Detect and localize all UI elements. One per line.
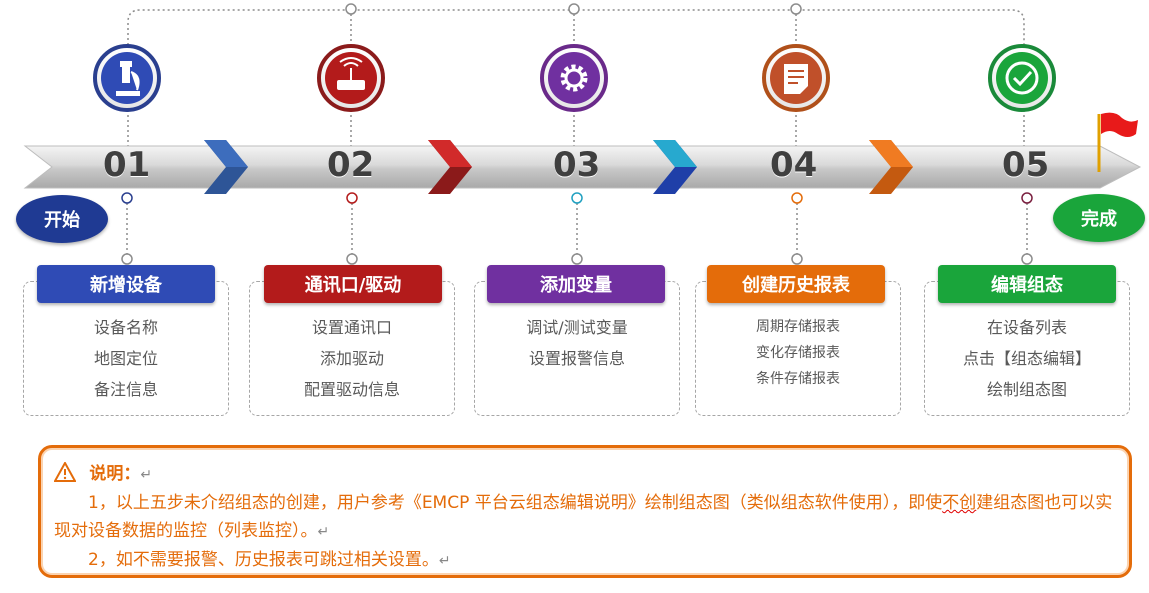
gear-icon [540, 44, 608, 112]
step-title-2: 通讯口/驱动 [264, 265, 442, 303]
step-number: 03 [553, 145, 601, 185]
connector-node [345, 3, 357, 15]
return-mark: ↵ [140, 467, 153, 483]
step-number: 01 [103, 145, 151, 185]
connector-node [568, 3, 580, 15]
list-item: 配置驱动信息 [303, 380, 400, 399]
step-title-1: 新增设备 [37, 265, 215, 303]
note-heading-line: 说明：↵ [53, 460, 1117, 489]
step-title-4: 创建历史报表 [707, 265, 885, 303]
spell-check-underline: 不创 [942, 493, 977, 513]
chevron-3 [653, 140, 697, 194]
list-item: 周期存储报表 [756, 319, 840, 335]
step-items-4: 周期存储报表 变化存储报表 条件存储报表 [695, 314, 901, 392]
step-title-5: 编辑组态 [938, 265, 1116, 303]
router-icon [317, 44, 385, 112]
list-item: 绘制组态图 [986, 380, 1067, 399]
step-title-3: 添加变量 [487, 265, 665, 303]
note-line-1: 1，以上五步未介绍组态的创建，用户参考《EMCP 平台云组态编辑说明》绘制组态图… [54, 489, 1117, 546]
step-items-3: 调试/测试变量 设置报警信息 [474, 312, 680, 374]
note-box: 说明：↵ 1，以上五步未介绍组态的创建，用户参考《EMCP 平台云组态编辑说明》… [38, 445, 1132, 578]
list-item: 调试/测试变量 [526, 318, 628, 337]
step-number: 02 [327, 145, 375, 185]
return-mark: ↵ [317, 524, 330, 540]
flag-icon [1097, 112, 1138, 172]
note-text: 2，如不需要报警、历史报表可跳过相关设置。 [88, 550, 439, 570]
lower-connector-nodes [121, 192, 1033, 265]
connector-node [790, 3, 802, 15]
list-item: 变化存储报表 [756, 345, 840, 361]
list-item: 设置报警信息 [528, 349, 625, 368]
top-connector [127, 9, 1025, 50]
return-mark: ↵ [438, 553, 451, 569]
list-item: 地图定位 [93, 349, 158, 368]
list-item: 在设备列表 [986, 318, 1067, 337]
list-item: 备注信息 [93, 380, 158, 399]
note-text: 1，以上五步未介绍组态的创建，用户参考《EMCP 平台云组态编辑说明》绘制组态图… [88, 493, 943, 513]
chevron-1 [204, 140, 248, 194]
list-item: 设置通讯口 [311, 318, 392, 337]
step-number: 04 [770, 145, 818, 185]
document-icon [762, 44, 830, 112]
list-item: 条件存储报表 [756, 371, 840, 387]
microscope-icon [93, 44, 161, 112]
note-heading: 说明： [89, 464, 141, 484]
step-items-5: 在设备列表 点击【组态编辑】 绘制组态图 [924, 312, 1130, 405]
note-line-2: 2，如不需要报警、历史报表可跳过相关设置。↵ [54, 546, 1117, 575]
list-item: 点击【组态编辑】 [962, 349, 1091, 368]
step-items-2: 设置通讯口 添加驱动 配置驱动信息 [249, 312, 455, 405]
start-badge: 开始 [16, 195, 108, 243]
note-text: 建组态图也可以实现对设备数据的监控（列表监控）。 [54, 493, 1113, 541]
vertical-connectors [126, 14, 1028, 255]
list-item: 设备名称 [93, 318, 158, 337]
chevron-2 [428, 140, 472, 194]
step-items-1: 设备名称 地图定位 备注信息 [23, 312, 229, 405]
chevron-4 [869, 140, 913, 194]
list-item: 添加驱动 [319, 349, 384, 368]
end-badge: 完成 [1053, 194, 1145, 242]
warning-icon [53, 460, 77, 482]
step-number: 05 [1002, 145, 1050, 185]
checkmark-icon [988, 44, 1056, 112]
